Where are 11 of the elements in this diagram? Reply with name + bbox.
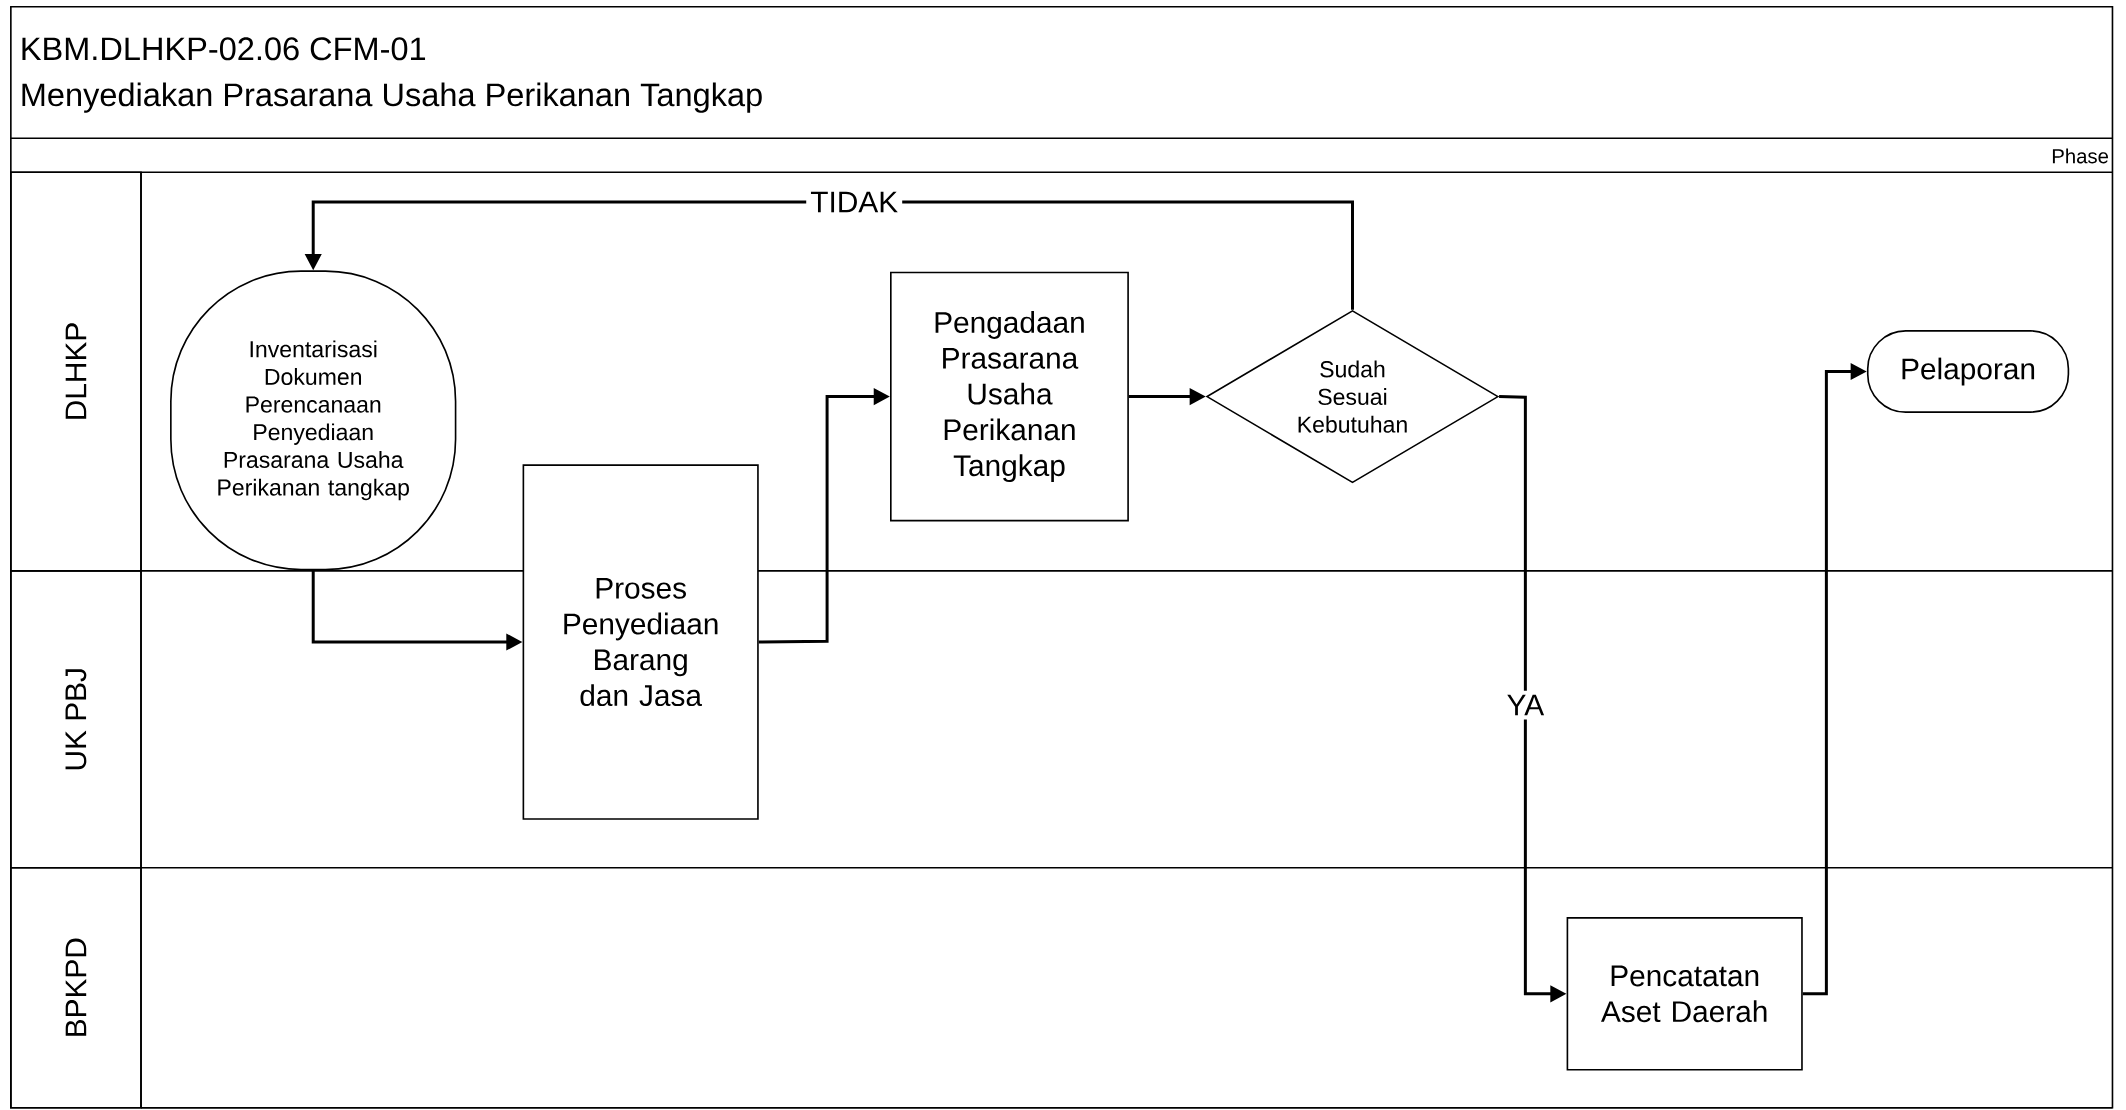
- process-box: Proses Penyediaan Barang dan Jasa: [522, 464, 759, 820]
- edge-label: TIDAK: [806, 187, 903, 217]
- edge-label: YA: [1502, 690, 1549, 720]
- document-code: KBM.DLHKP-02.06 CFM-01: [22, 37, 426, 61]
- phase-label: Phase: [2052, 148, 2109, 164]
- swimlane-header: DLHKP: [10, 171, 142, 572]
- title: Menyediakan Prasarana Usaha Perikanan Tangkap: [22, 82, 762, 113]
- swimlane-header: BPKPD: [10, 866, 142, 1109]
- swimlane-header: UK PBJ: [10, 569, 142, 869]
- process-box: Pencatatan Aset Daerah: [1566, 916, 1803, 1071]
- process-box: Pengadaan Prasarana Usaha Perikanan Tangkap: [890, 271, 1129, 522]
